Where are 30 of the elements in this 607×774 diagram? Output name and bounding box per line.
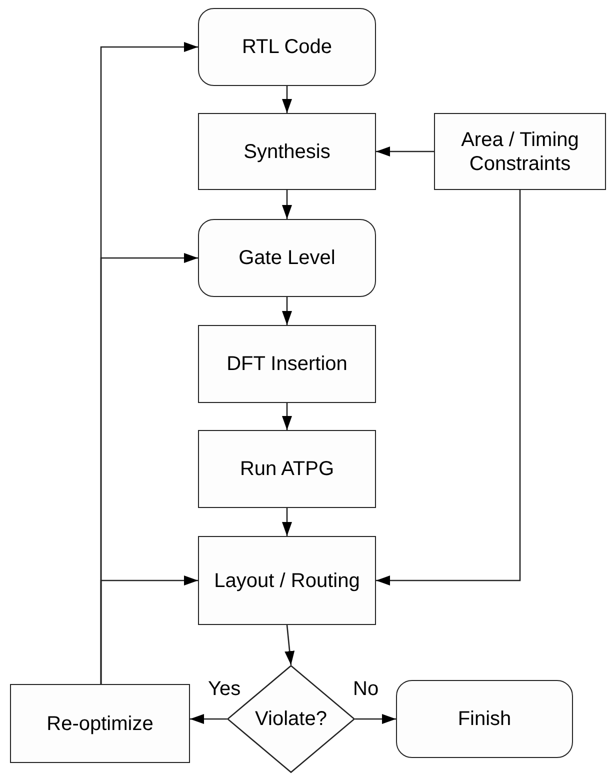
arrow [282,403,292,430]
arrow [282,86,292,113]
process-box [198,536,376,625]
node-label: Run ATPG [240,457,334,481]
node-label: Re-optimize [46,712,154,736]
process-box [198,325,376,403]
rounded-process-box [198,8,376,86]
arrow [190,714,227,724]
process-box [198,430,376,508]
arrow [376,190,521,586]
node-label: Finish [458,707,512,731]
arrow [282,297,292,325]
rounded-process-box [198,219,376,297]
node-label: RTL Code [242,35,332,59]
process-box [198,113,376,190]
process-box [434,113,606,190]
arrow [284,624,295,666]
arrow [282,190,292,219]
arrow [282,508,292,536]
arrow [376,146,434,156]
node-label: Gate Level [238,246,336,270]
arrow [100,576,198,684]
node-label: DFT Insertion [226,352,348,376]
rounded-process-box [396,680,573,758]
node-label: Area / Timing Constraints [460,128,580,176]
node-label: Violate? [255,707,327,731]
node-label: Synthesis [244,140,330,164]
arrow [355,714,396,724]
process-box [10,684,190,763]
node-label: Layout / Routing [214,568,360,592]
